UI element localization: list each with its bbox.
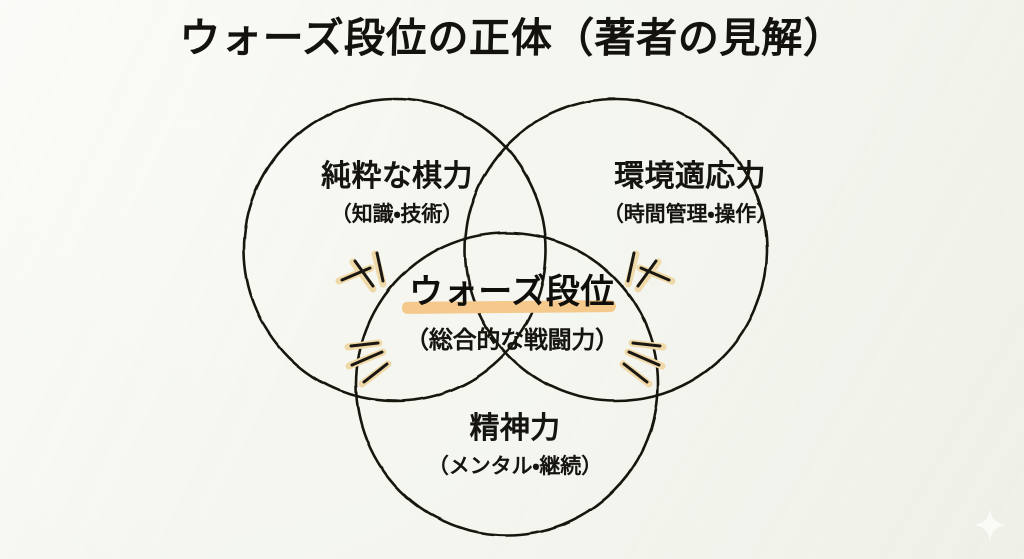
venn-label-center-subtitle: （総合的な戦闘力） [405, 326, 619, 354]
venn-label-right-subtitle: （時間管理・操作） [602, 201, 778, 226]
venn-label-bottom-title: 精神力 [469, 411, 561, 446]
venn-label-center: ウォーズ段位 （総合的な戦闘力） [377, 264, 647, 355]
venn-label-right: 環境適応力 （時間管理・操作） [540, 158, 840, 227]
venn-circle-right [463, 97, 769, 403]
sparkle-bottom-left-icon [344, 339, 392, 388]
venn-circle-left [242, 97, 548, 403]
venn-circle-bottom [354, 231, 660, 537]
venn-label-right-title: 環境適応力 [614, 159, 766, 194]
venn-center-highlight-wrap: ウォーズ段位 [401, 264, 618, 314]
sparkle-bottom-right-icon [619, 339, 667, 388]
venn-label-left-subtitle: （知識・技術） [330, 201, 464, 226]
sparkle-top-right-icon [624, 250, 676, 293]
venn-label-left-title: 純粋な棋力 [321, 159, 473, 194]
sparkle-top-left-icon [335, 250, 387, 293]
venn-label-bottom: 精神力 （メンタル・継続） [389, 410, 641, 479]
venn-label-center-title: ウォーズ段位 [409, 272, 615, 312]
venn-label-left: 純粋な棋力 （知識・技術） [247, 158, 547, 227]
venn-label-bottom-subtitle: （メンタル・継続） [427, 453, 603, 478]
